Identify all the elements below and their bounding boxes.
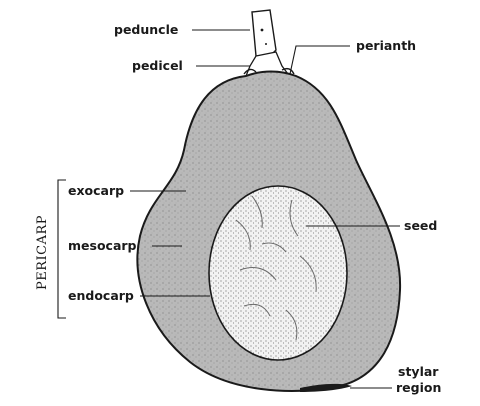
label-stylar: stylar <box>398 364 439 379</box>
leader-perianth <box>290 46 350 74</box>
stem-dot <box>265 43 267 45</box>
pericarp-bracket <box>58 180 66 318</box>
label-peduncle: peduncle <box>114 22 178 37</box>
stem-dot <box>261 29 264 32</box>
label-pericarp: PERICARP <box>35 215 50 290</box>
label-seed: seed <box>404 218 437 233</box>
label-pedicel: pedicel <box>132 58 183 73</box>
label-exocarp: exocarp <box>68 183 124 198</box>
label-endocarp: endocarp <box>68 288 134 303</box>
seed <box>209 186 347 360</box>
label-mesocarp: mesocarp <box>68 238 137 253</box>
label-region: region <box>396 380 441 395</box>
label-perianth: perianth <box>356 38 416 53</box>
